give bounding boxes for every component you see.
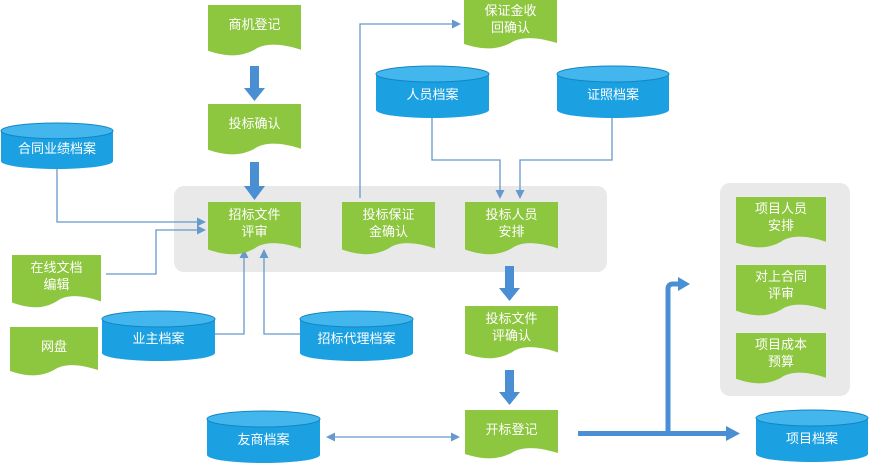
line-zhengzhao-to-arrange — [515, 118, 613, 199]
line-deposit-to-return — [359, 19, 461, 198]
document-shape — [464, 0, 557, 49]
database-shape — [755, 409, 869, 462]
document-shape — [208, 5, 301, 56]
node-label: 保证金收 回确认 — [484, 4, 537, 36]
document-shape — [465, 202, 558, 255]
node-label: 投标保证 金确认 — [362, 207, 415, 240]
node-label: 项目人员 安排 — [754, 201, 807, 234]
database-shape — [375, 65, 490, 118]
node-label: 投标文件 评确认 — [485, 311, 538, 344]
node-baozhengjin-confirm: 投标保证 金确认 — [342, 202, 435, 256]
arrow-confirm-to-kaibiao-head — [499, 392, 520, 405]
line-renyuan-to-arrange — [431, 118, 505, 199]
arrow-shangji-to-toubiao-head — [244, 88, 265, 101]
arrow-confirm-to-kaibiao — [505, 370, 514, 392]
node-youshang-archive: 友商档案 — [206, 410, 321, 463]
arrow-kaibiao-to-setup — [665, 281, 680, 434]
line-hetong-to-review — [56, 168, 206, 227]
arrow-shangji-to-toubiao — [250, 66, 259, 88]
database-shape — [206, 410, 321, 463]
document-shape — [465, 306, 558, 359]
database-shape — [299, 310, 414, 361]
document-shape — [12, 255, 101, 308]
document-shape — [736, 197, 826, 248]
node-shangji: 商机登记 — [208, 5, 301, 57]
database-shape — [556, 65, 670, 118]
line-online-doc-to-review — [106, 225, 206, 275]
line-daili-to-review — [259, 249, 301, 335]
database-shape — [101, 310, 216, 361]
node-toubiao-review-confirm: 投标文件 评确认 — [465, 306, 558, 360]
node-renyuan-arrange: 投标人员 安排 — [465, 202, 558, 256]
main-flow-arrows — [244, 66, 740, 441]
node-label: 对上合同 评审 — [754, 269, 807, 302]
arrow-toubiao-to-review-head — [244, 186, 265, 200]
node-label: 投标人员 安排 — [485, 207, 538, 240]
node-daili-archive: 招标代理档案 — [299, 310, 414, 361]
document-shape — [10, 327, 98, 376]
node-renyuan-archive: 人员档案 — [375, 65, 490, 118]
document-shape — [736, 265, 826, 316]
node-label: 项目成本 预算 — [754, 337, 807, 370]
document-shape — [465, 410, 558, 459]
node-kaibiao: 开标登记 — [465, 410, 558, 460]
node-label: 招标代理档案 — [317, 332, 396, 347]
node-baozhengjin-return: 保证金收 回确认 — [464, 0, 557, 50]
node-toubiao-confirm: 投标确认 — [208, 104, 301, 156]
node-label: 在线文档 编辑 — [30, 260, 83, 293]
database-shape — [0, 122, 114, 169]
node-duishang-hetong: 对上合同 评审 — [736, 265, 826, 317]
node-label: 合同业绩档案 — [17, 141, 96, 157]
node-label: 网盘 — [40, 339, 67, 355]
node-label: 项目档案 — [785, 432, 838, 448]
node-xm-renyuan: 项目人员 安排 — [736, 197, 826, 249]
node-xm-archive: 项目档案 — [755, 409, 869, 462]
node-zhengzhao-archive: 证照档案 — [556, 65, 670, 118]
data-flow-lines — [56, 19, 613, 442]
node-zhaobiao-review: 招标文件 评审 — [208, 202, 301, 256]
node-label: 业主档案 — [132, 332, 185, 347]
node-hetong-archive: 合同业绩档案 — [0, 122, 114, 169]
node-label: 友商档案 — [237, 433, 290, 449]
node-label: 招标文件 评审 — [228, 207, 281, 240]
arrow-arrange-to-confirm-head — [499, 288, 520, 301]
node-yezhu-archive: 业主档案 — [101, 310, 216, 361]
arrow-kaibiao-to-setup-head — [678, 277, 690, 291]
document-shape — [208, 104, 301, 155]
document-shape — [342, 202, 435, 255]
node-label: 商机登记 — [228, 18, 281, 34]
document-shape — [208, 202, 301, 255]
node-label: 人员档案 — [406, 88, 459, 104]
arrow-kaibiao-to-xmarchive-head — [726, 426, 740, 441]
arrow-arrange-to-confirm — [505, 266, 514, 288]
node-label: 投标确认 — [228, 117, 281, 133]
node-label: 证照档案 — [586, 88, 639, 104]
node-xm-chengben: 项目成本 预算 — [736, 333, 826, 385]
arrow-kaibiao-to-xmarchive — [578, 431, 728, 436]
node-label: 开标登记 — [485, 422, 538, 438]
node-wangpan: 网盘 — [10, 327, 98, 377]
node-online-doc: 在线文档 编辑 — [12, 255, 101, 309]
arrow-toubiao-to-review — [250, 162, 259, 186]
document-shape — [736, 333, 826, 384]
line-yezhu-to-review — [215, 249, 249, 335]
